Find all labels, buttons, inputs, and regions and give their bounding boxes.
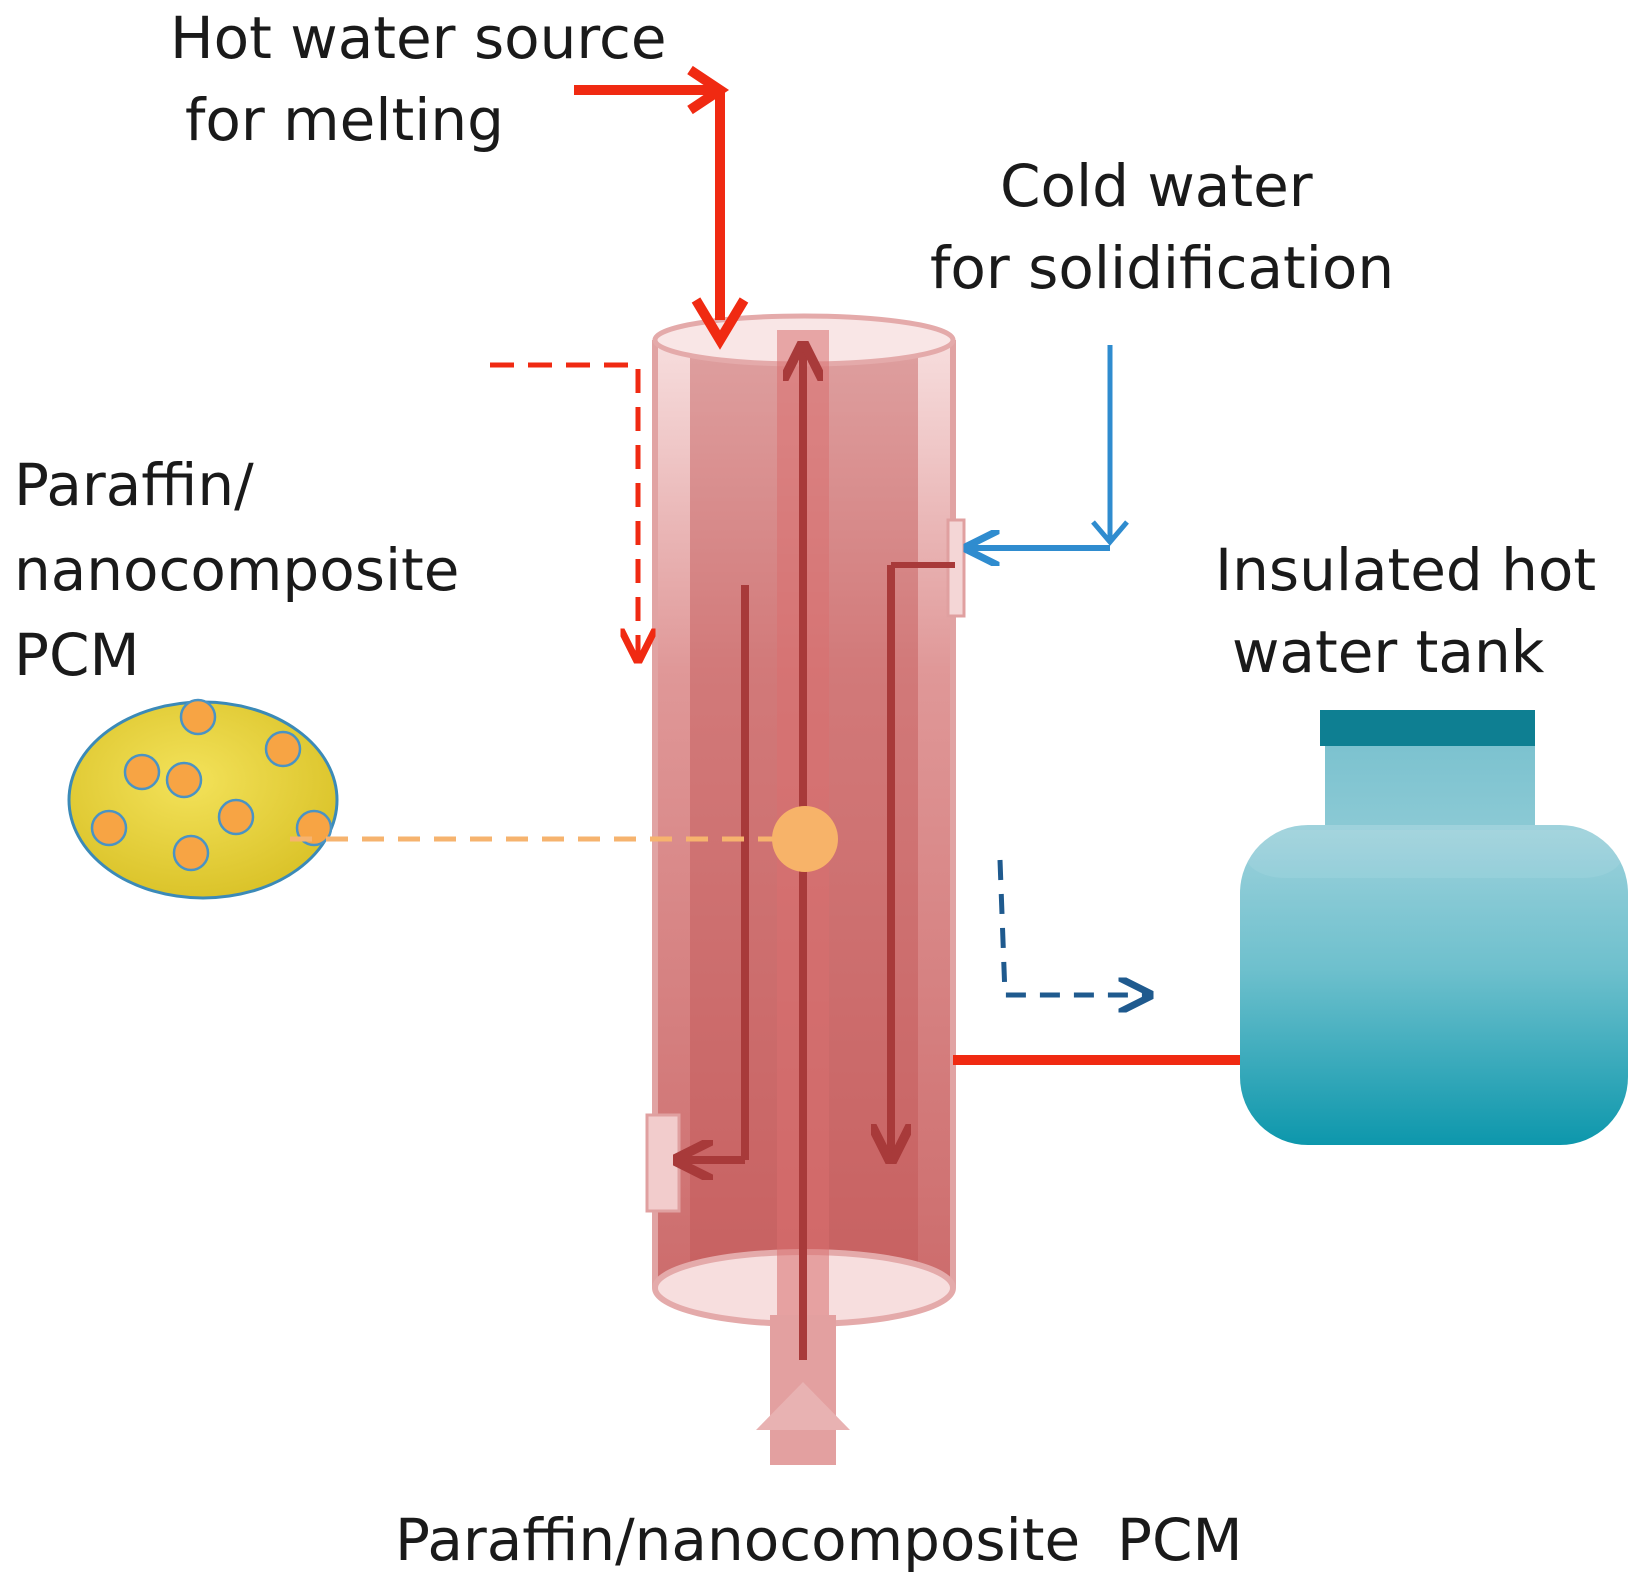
zoom-point: [772, 806, 838, 872]
pcm-left-label-line3: PCM: [14, 621, 140, 689]
insulated-tank-icon: [1240, 710, 1628, 1145]
pcm-left-label-line1: Paraffin/: [14, 451, 254, 519]
pcm-detail-ellipse: [67, 698, 339, 900]
nanoparticle: [123, 753, 161, 791]
melting-dashed-arrow: [490, 362, 638, 660]
nanoparticle: [179, 698, 217, 736]
nanoparticle: [165, 761, 203, 799]
tank-label-line2: water tank: [1232, 618, 1545, 686]
solidification-dashed-arrow: [997, 859, 1150, 995]
pcm-bottom-label: Paraffin/nanocomposite PCM: [395, 1506, 1243, 1574]
cold-water-inlet-arrow: [967, 345, 1129, 548]
hot-water-label-line2: for melting: [185, 86, 504, 154]
nanoparticle: [90, 809, 128, 847]
hot-water-label-line1: Hot water source: [170, 4, 667, 72]
hot-water-inlet-arrow: [574, 65, 749, 350]
nanoparticle: [172, 834, 210, 872]
cold-water-label-line2: for solidification: [930, 234, 1394, 302]
nanoparticle: [264, 730, 302, 768]
tank-label-line1: Insulated hot: [1215, 536, 1596, 604]
pcm-left-label-line2: nanocomposite: [14, 536, 459, 604]
nanoparticle: [217, 798, 255, 836]
cold-water-label-line1: Cold water: [1000, 152, 1313, 220]
inner-flow-lines: [677, 562, 955, 1160]
nanoparticles: [90, 698, 333, 872]
